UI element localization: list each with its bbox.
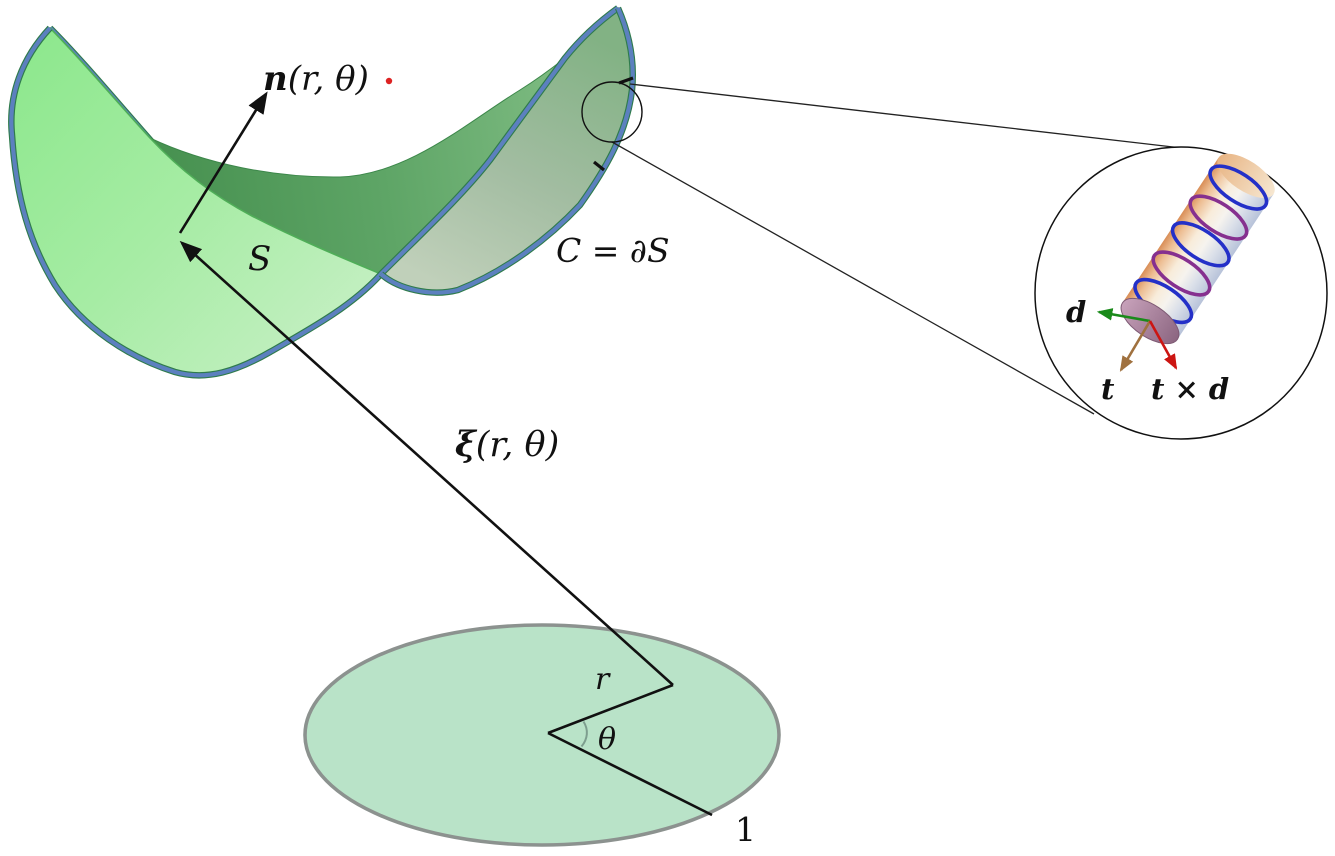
parametrization-args: (r, θ): [476, 425, 560, 465]
boundary-right-arc: [379, 7, 635, 295]
parametrization-symbol: ξ: [455, 424, 478, 465]
tangent-cross-director-arrow: [1148, 320, 1178, 370]
angle-param-label: θ: [598, 722, 616, 757]
magnifier-connector-top: [629, 83, 1217, 153]
normal-vector-arrow: [178, 91, 268, 234]
parametrization-label: ξ(r, θ): [455, 424, 559, 465]
boundary-front-arc: [9, 6, 620, 378]
normal-vector-args: (r, θ): [288, 59, 369, 99]
unit-radius-label: 1: [735, 810, 756, 849]
angle-arc-theta: [580, 720, 588, 748]
tangent-vector-label: t: [1101, 372, 1115, 406]
curve-segment-tick-top: [618, 76, 634, 85]
director-vector-arrow: [1096, 308, 1151, 323]
director-vector-label: d: [1066, 295, 1086, 329]
xi-parametrization-arrow: [179, 240, 674, 686]
parameter-disk: [303, 623, 781, 847]
saddle-surface: [8, 5, 637, 379]
radius-line-r: [547, 683, 674, 735]
tangent-vector-arrow: [1119, 320, 1152, 372]
normal-vector-label: n(r, θ): [263, 59, 369, 99]
tube-ring-4: [1188, 194, 1249, 241]
surface-label: S: [248, 239, 271, 279]
curve-segment-tick-bottom: [593, 160, 605, 172]
magnifier: [581, 76, 1328, 440]
tube-ring-3: [1170, 221, 1231, 268]
tube-ring-2: [1151, 250, 1212, 297]
normal-vector-symbol: n: [263, 59, 288, 99]
tube-ring-5: [1208, 164, 1269, 211]
tangent-cross-director-label: t × d: [1151, 372, 1229, 406]
magnifier-small-circle: [581, 81, 643, 143]
unit-radius-line: [547, 731, 713, 817]
red-dot: [385, 77, 393, 85]
boundary-curve-label: C = ∂S: [556, 231, 670, 270]
radius-param-label: r: [595, 662, 611, 697]
magnifier-connector-bottom: [611, 141, 1095, 415]
